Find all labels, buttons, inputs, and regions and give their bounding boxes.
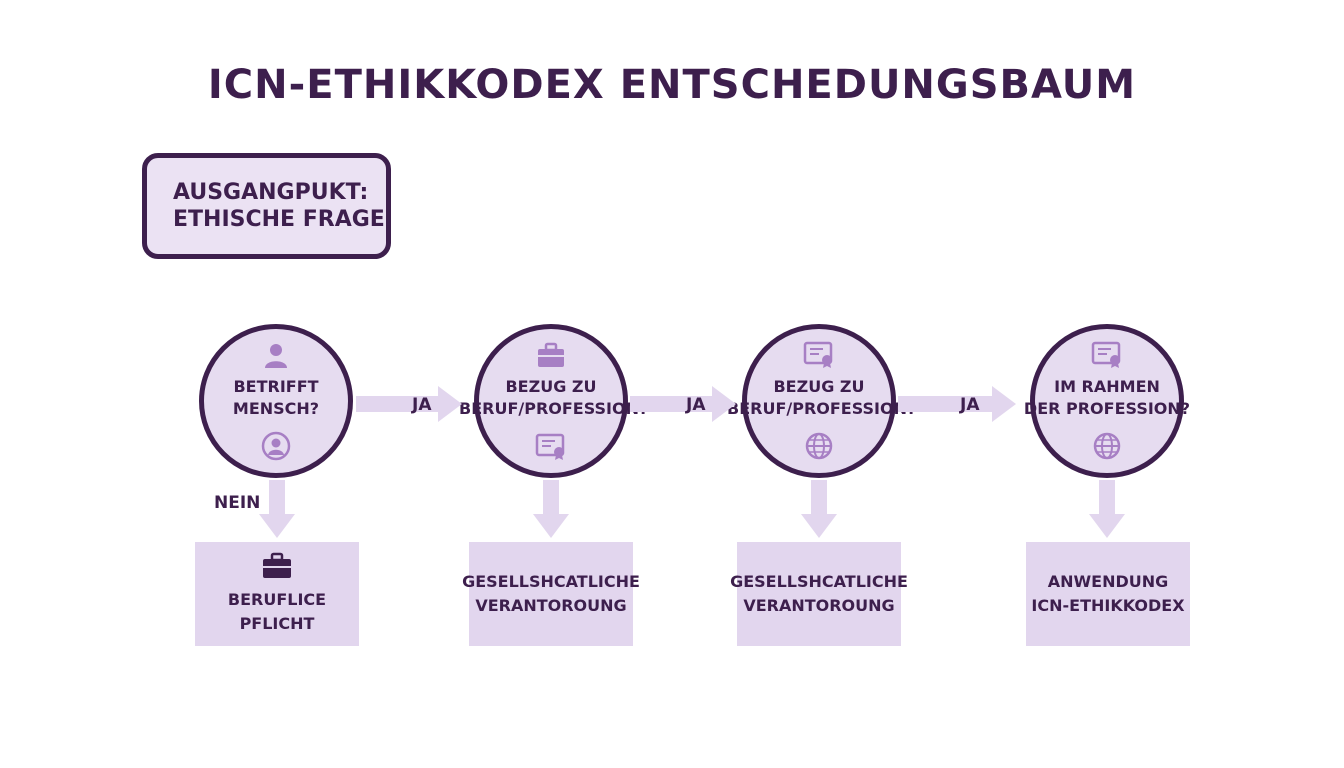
briefcase-icon — [263, 552, 291, 578]
yes-arrow-2 — [630, 386, 736, 422]
diagram-title: ICN-ETHIKKODEX ENTSCHEDUNGSBAUM — [207, 62, 1137, 108]
start-box: AUSGANGPUKT: ETHISCHE FRAGE — [142, 153, 391, 259]
globe-icon — [805, 432, 833, 460]
result-1-line-2: PFLICHT — [239, 614, 315, 633]
node-1-line-1: BETRIFFT — [233, 377, 319, 396]
result-2-line-1: GESELLSHCATLICHE — [462, 572, 640, 591]
start-line-2: ETHISCHE FRAGE — [173, 207, 385, 232]
node-4-line-1: IM RAHMEN — [1054, 377, 1160, 396]
result-4-line-2: ICN-ETHIKKODEX — [1031, 596, 1185, 615]
decision-node-1: BETRIFFT MENSCH? — [199, 324, 353, 478]
down-arrow-4 — [1089, 480, 1125, 538]
result-4-line-1: ANWENDUNG — [1047, 572, 1169, 591]
yes-label-2: JA — [686, 395, 706, 415]
decision-node-3: BEZUG ZU BERUF/PROFESSION? — [727, 324, 916, 478]
briefcase-icon — [538, 342, 564, 367]
yes-arrow-1 — [356, 386, 462, 422]
down-arrow-3 — [801, 480, 837, 538]
result-box-4: ANWENDUNG ICN-ETHIKKODEX — [1026, 542, 1190, 646]
result-3-line-2: VERANTOROUNG — [743, 596, 895, 615]
no-arrow-1 — [259, 480, 295, 538]
node-3-line-2: BERUF/PROFESSION? — [727, 399, 917, 418]
yes-arrow-3 — [898, 386, 1016, 422]
certificate-icon — [803, 341, 833, 368]
node-1-line-2: MENSCH? — [232, 399, 320, 418]
result-box-1: BERUFLICE PFLICHT — [195, 542, 359, 646]
certificate-icon — [535, 433, 565, 460]
certificate-icon — [1091, 341, 1121, 368]
person-icon — [265, 344, 287, 368]
result-1-line-1: BERUFLICE — [227, 590, 327, 609]
decision-node-2: BEZUG ZU BERUF/PROFESSION? — [459, 324, 648, 478]
decision-node-4: IM RAHMEN DER PROFESSION? — [1024, 324, 1190, 478]
globe-icon — [1093, 432, 1121, 460]
node-2-line-2: BERUF/PROFESSION? — [459, 399, 649, 418]
result-3-line-1: GESELLSHCATLICHE — [730, 572, 908, 591]
result-box-2: GESELLSHCATLICHE VERANTOROUNG — [462, 542, 640, 646]
node-4-line-2: DER PROFESSION? — [1023, 399, 1191, 418]
no-label: NEIN — [214, 493, 261, 513]
node-3-line-1: BEZUG ZU — [773, 377, 865, 396]
start-line-1: AUSGANGPUKT: — [173, 180, 369, 205]
result-2-line-2: VERANTOROUNG — [475, 596, 627, 615]
result-box-3: GESELLSHCATLICHE VERANTOROUNG — [730, 542, 908, 646]
down-arrow-2 — [533, 480, 569, 538]
user-circle-icon — [261, 431, 291, 461]
yes-label-3: JA — [960, 395, 980, 415]
yes-label-1: JA — [412, 395, 432, 415]
node-2-line-1: BEZUG ZU — [505, 377, 597, 396]
